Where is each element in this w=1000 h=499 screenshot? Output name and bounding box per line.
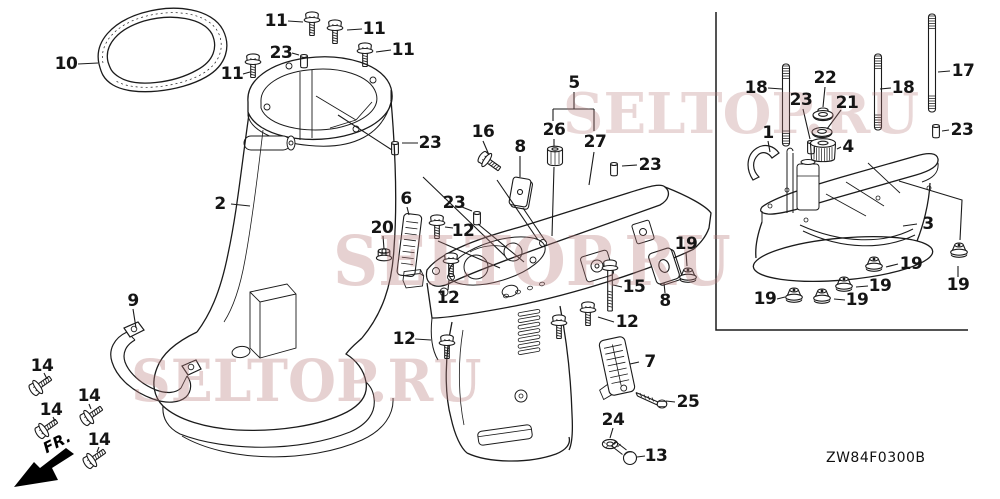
clamp-9 xyxy=(110,321,202,403)
leader-lines xyxy=(43,20,963,458)
fr-direction-arrow xyxy=(14,448,74,487)
callout-11: 11 xyxy=(220,64,244,84)
callout-19: 19 xyxy=(753,289,777,309)
watermark-text: SELTOP.RU xyxy=(131,347,482,415)
callout-23: 23 xyxy=(442,193,466,213)
bolt-13 xyxy=(611,441,638,466)
callout-14: 14 xyxy=(87,430,111,450)
callout-4: 4 xyxy=(842,137,854,157)
washer-22 xyxy=(812,107,834,122)
callout-6: 6 xyxy=(400,189,412,209)
studs-17-18 xyxy=(781,13,937,147)
callout-14: 14 xyxy=(30,356,54,376)
callout-1: 1 xyxy=(762,123,774,143)
callout-19: 19 xyxy=(868,276,892,296)
watermark-text: SELTOP.RU xyxy=(333,222,731,302)
callout-23: 23 xyxy=(269,43,293,63)
pad-8-right xyxy=(648,247,683,286)
callout-14: 14 xyxy=(77,386,101,406)
callout-18: 18 xyxy=(744,78,768,98)
grate-6 xyxy=(396,213,425,289)
callout-18: 18 xyxy=(891,78,915,98)
callout-8: 8 xyxy=(659,291,671,311)
callout-3: 3 xyxy=(922,214,934,234)
callout-26: 26 xyxy=(542,120,566,140)
case-2 xyxy=(153,56,397,458)
screw-25 xyxy=(635,391,668,409)
washer-24 xyxy=(601,438,619,450)
callout-20: 20 xyxy=(370,218,394,238)
callout-12: 12 xyxy=(436,288,460,308)
callout-17: 17 xyxy=(951,61,975,81)
bushing-26 xyxy=(546,145,564,167)
watermark-text: SELTOP.RU xyxy=(563,81,920,147)
bolt-16 xyxy=(475,148,505,176)
callout-15: 15 xyxy=(622,277,646,297)
callout-14: 14 xyxy=(39,400,63,420)
callout-21: 21 xyxy=(835,93,859,113)
callout-27: 27 xyxy=(583,132,607,152)
callout-11: 11 xyxy=(391,40,415,60)
part-code: ZW84F0300B xyxy=(826,450,926,466)
bushing-4 xyxy=(809,138,837,163)
callout-25: 25 xyxy=(676,392,700,412)
hook-1 xyxy=(747,144,780,181)
grate-7 xyxy=(598,336,636,401)
callout-12: 12 xyxy=(392,329,416,349)
callout-23: 23 xyxy=(638,155,662,175)
callout-23: 23 xyxy=(789,90,813,110)
callout-11: 11 xyxy=(362,19,386,39)
callout-13: 13 xyxy=(644,446,668,466)
callout-7: 7 xyxy=(644,352,656,372)
callout-10: 10 xyxy=(54,54,78,74)
callout-19: 19 xyxy=(899,254,923,274)
callout-2: 2 xyxy=(214,194,226,214)
case-27 xyxy=(425,184,712,462)
callout-11: 11 xyxy=(264,11,288,31)
callout-9: 9 xyxy=(127,291,139,311)
callout-19: 19 xyxy=(674,234,698,254)
callout-22: 22 xyxy=(813,68,837,88)
gasket-10 xyxy=(97,7,228,93)
callout-12: 12 xyxy=(615,312,639,332)
callout-19: 19 xyxy=(845,290,869,310)
pad-8-left xyxy=(508,176,533,210)
callout-8: 8 xyxy=(514,137,526,157)
case-3 xyxy=(752,147,939,282)
callout-5: 5 xyxy=(568,73,580,93)
callout-23: 23 xyxy=(418,133,442,153)
callout-12: 12 xyxy=(451,221,475,241)
callout-23: 23 xyxy=(950,120,974,140)
callout-19: 19 xyxy=(946,275,970,295)
inset-box xyxy=(715,12,968,331)
callout-16: 16 xyxy=(471,122,495,142)
callout-24: 24 xyxy=(601,410,625,430)
